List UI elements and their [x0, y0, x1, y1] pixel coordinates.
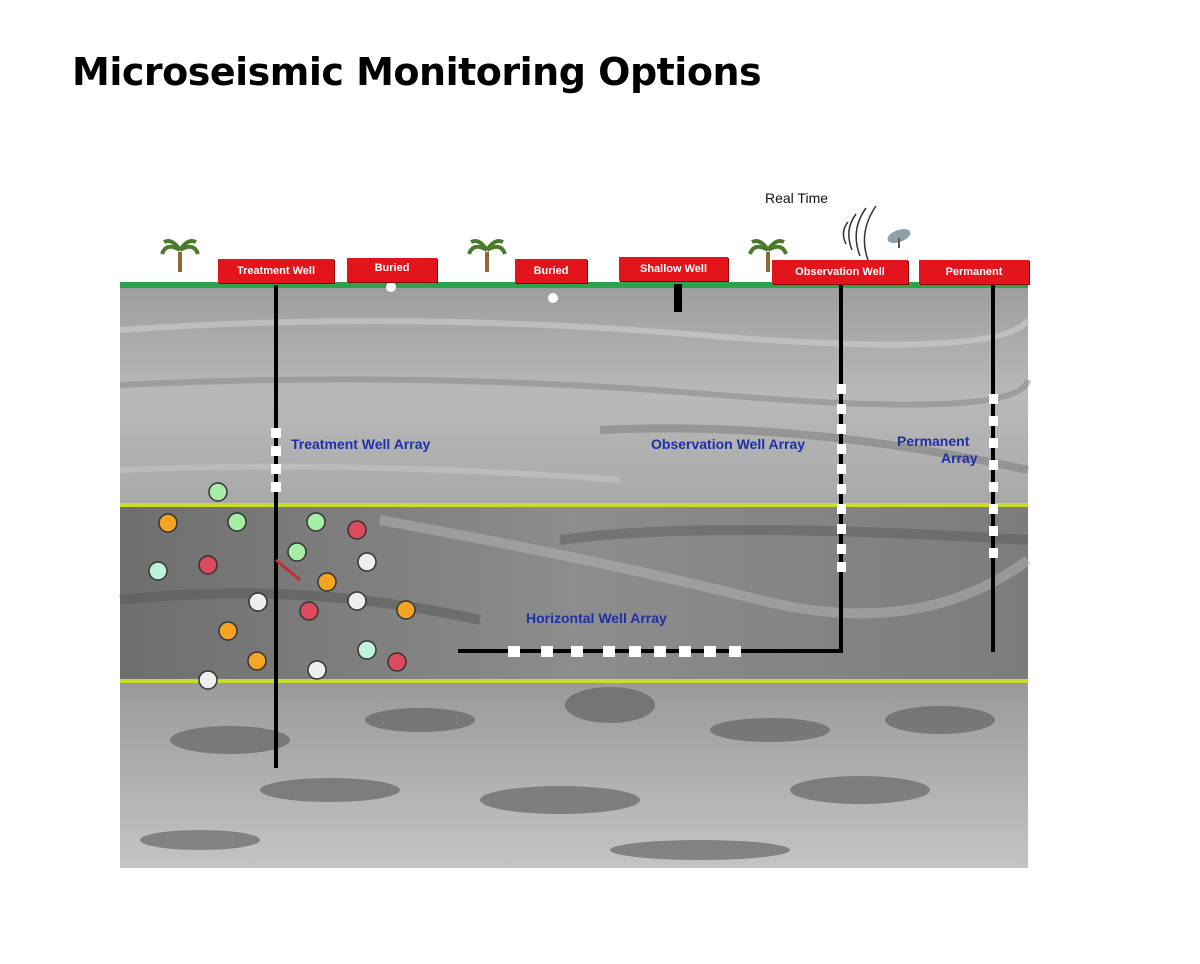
upper-strata	[119, 318, 1031, 483]
buried-sensor	[386, 282, 396, 292]
palm-tree-icon	[467, 239, 507, 272]
slide-title: Microseismic Monitoring Options	[72, 50, 762, 94]
observation-well-array-label: Observation Well Array	[651, 436, 806, 452]
microseismic-event	[357, 640, 377, 660]
observation-well-array	[837, 384, 846, 572]
sign-observation-well: Observation Well	[772, 260, 908, 284]
treatment-well-array	[271, 428, 281, 492]
treatment-well-array-label: Treatment Well Array	[291, 436, 431, 452]
microseismic-event	[208, 482, 228, 502]
buried-sensor	[548, 293, 558, 303]
microseismic-event	[347, 520, 367, 540]
palm-tree-icon	[748, 239, 788, 272]
permanent-array-label-line2: Array	[941, 450, 978, 466]
microseismic-event	[387, 652, 407, 672]
sign-buried-1: Buried	[347, 258, 437, 282]
sign-shallow-well: Shallow Well	[619, 257, 728, 281]
microseismic-event	[248, 592, 268, 612]
sign-treatment-well: Treatment Well	[218, 259, 334, 283]
microseismic-event	[357, 552, 377, 572]
shallow-well-casing	[674, 284, 682, 312]
sign-buried-2: Buried	[515, 259, 587, 283]
ground-surface	[120, 282, 1028, 288]
microseismic-events	[148, 482, 416, 690]
microseismic-event	[218, 621, 238, 641]
radio-wave-icon	[842, 205, 877, 261]
fracture-zone	[275, 558, 301, 582]
microseismic-event	[347, 591, 367, 611]
microseismic-event	[198, 670, 218, 690]
microseismic-event	[287, 542, 307, 562]
microseismic-event	[227, 512, 247, 532]
real-time-label: Real Time	[765, 190, 829, 206]
target-strata	[119, 515, 1031, 625]
microseismic-event	[306, 512, 326, 532]
microseismic-event	[317, 572, 337, 592]
lower-strata	[140, 687, 995, 860]
microseismic-event	[247, 651, 267, 671]
microseismic-event	[307, 660, 327, 680]
microseismic-event	[148, 561, 168, 581]
horizontal-well-array	[508, 646, 741, 657]
permanent-array	[989, 394, 998, 558]
satellite-dish-icon	[887, 229, 911, 248]
microseismic-event	[158, 513, 178, 533]
permanent-array-label-line1: Permanent	[897, 433, 970, 449]
microseismic-event	[299, 601, 319, 621]
microseismic-event	[198, 555, 218, 575]
sign-permanent: Permanent	[919, 260, 1029, 284]
palm-tree-icon	[160, 239, 200, 272]
microseismic-event	[396, 600, 416, 620]
horizontal-well-array-label: Horizontal Well Array	[526, 610, 667, 626]
